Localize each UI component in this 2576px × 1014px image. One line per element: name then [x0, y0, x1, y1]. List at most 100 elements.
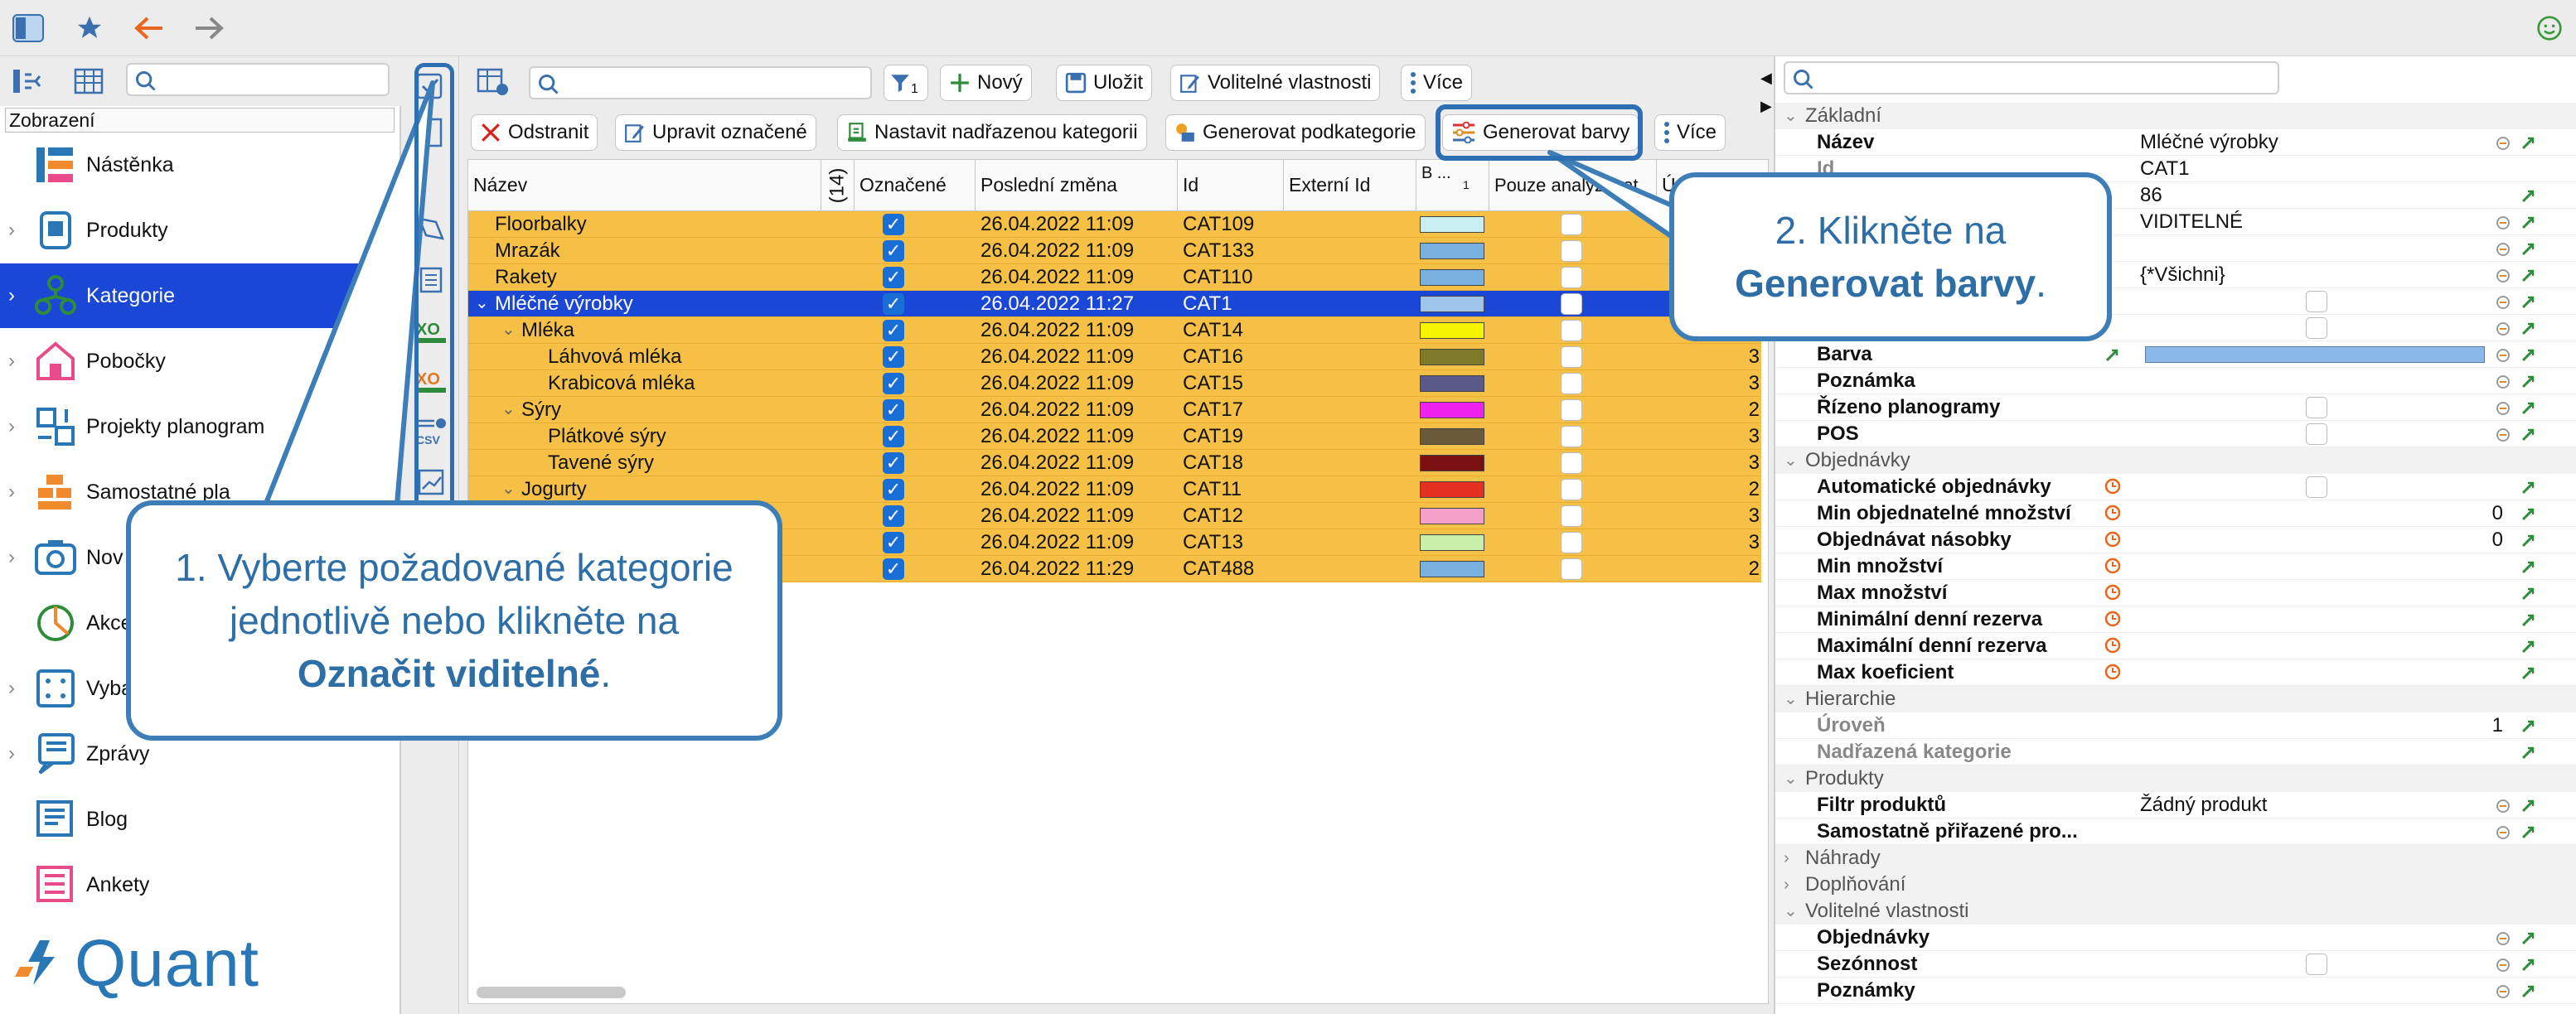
edit-link-icon[interactable]: [2520, 214, 2536, 230]
color-swatch[interactable]: [1420, 322, 1484, 339]
analyze-only-checkbox[interactable]: [1561, 479, 1582, 500]
sidebar-item-4[interactable]: ›Pobočky: [0, 329, 401, 394]
edit-link-icon[interactable]: [2520, 426, 2536, 442]
property-row[interactable]: {*Všichni}: [1775, 262, 2576, 288]
expand-toggle-icon[interactable]: ⌄: [501, 400, 516, 418]
sidebar-item-8[interactable]: Akce: [0, 591, 401, 655]
set-parent-category-button[interactable]: Nastavit nadřazenou kategorii: [837, 114, 1147, 151]
analyze-only-checkbox[interactable]: [1561, 320, 1582, 341]
sidebar-toggle-icon[interactable]: [12, 12, 45, 45]
property-row[interactable]: Max koeficient: [1775, 659, 2576, 686]
sidebar-item-12[interactable]: Ankety: [0, 852, 401, 917]
property-group[interactable]: ⌄Základní: [1775, 103, 2576, 129]
marked-checkbox[interactable]: ✓: [883, 558, 904, 580]
chevron-down-icon[interactable]: ⌄: [1784, 770, 1798, 788]
property-row[interactable]: Řízeno planogramy: [1775, 394, 2576, 421]
col-name-header[interactable]: Název: [468, 160, 821, 211]
edit-link-icon[interactable]: [2520, 797, 2536, 814]
edit-link-icon[interactable]: [2520, 293, 2536, 310]
edit-link-icon[interactable]: [2520, 479, 2536, 495]
property-checkbox[interactable]: [2306, 954, 2327, 975]
edit-link-icon[interactable]: [2520, 399, 2536, 416]
reset-icon[interactable]: [2495, 983, 2511, 999]
generate-colors-button[interactable]: Generovat barvy: [1442, 114, 1639, 151]
marked-checkbox[interactable]: ✓: [883, 426, 904, 447]
property-checkbox[interactable]: [2306, 397, 2327, 418]
property-row[interactable]: Poznámky: [1775, 978, 2576, 1004]
color-value-bar[interactable]: [2145, 346, 2485, 363]
property-number[interactable]: 0: [2491, 502, 2503, 524]
property-row[interactable]: Minimální denní rezerva: [1775, 606, 2576, 633]
navigation-search-input[interactable]: [126, 63, 390, 96]
marked-checkbox[interactable]: ✓: [883, 505, 904, 527]
custom-properties-button[interactable]: Volitelné vlastnosti: [1170, 65, 1381, 101]
property-group[interactable]: ⌄Hierarchie: [1775, 686, 2576, 712]
collapse-panel-icon[interactable]: [12, 66, 43, 96]
color-swatch[interactable]: [1420, 402, 1484, 418]
chevron-right-icon[interactable]: ›: [8, 480, 15, 503]
expand-toggle-icon[interactable]: [475, 238, 491, 263]
edit-link-icon[interactable]: [2520, 320, 2536, 336]
expand-toggle-icon[interactable]: ⌄: [501, 480, 516, 498]
chevron-right-icon[interactable]: ›: [8, 742, 15, 765]
sidebar-item-2[interactable]: ›Produkty: [0, 198, 401, 263]
color-picker-icon[interactable]: [2104, 346, 2120, 363]
chevron-down-icon[interactable]: ⌄: [1784, 902, 1798, 920]
col-last-change-header[interactable]: Poslední změna: [976, 160, 1178, 211]
color-swatch[interactable]: [1420, 375, 1484, 392]
col-id-header[interactable]: Id: [1178, 160, 1284, 211]
color-swatch[interactable]: [1420, 481, 1484, 498]
color-swatch[interactable]: [1420, 349, 1484, 365]
property-row[interactable]: VIDITELNÉ: [1775, 209, 2576, 235]
smiley-icon[interactable]: [2533, 12, 2566, 45]
property-number[interactable]: 1: [2491, 714, 2503, 736]
expand-toggle-icon[interactable]: [528, 423, 545, 449]
edit-marked-button[interactable]: Upravit označené: [615, 114, 816, 151]
edit-link-icon[interactable]: [2520, 558, 2536, 575]
col-external-id-header[interactable]: Externí Id: [1284, 160, 1416, 211]
reset-icon[interactable]: [2495, 373, 2511, 389]
edit-link-icon[interactable]: [2520, 373, 2536, 389]
marked-checkbox[interactable]: ✓: [883, 346, 904, 368]
property-checkbox[interactable]: [2306, 317, 2327, 339]
property-group[interactable]: ›Doplňování: [1775, 872, 2576, 898]
property-value[interactable]: 86: [2140, 184, 2162, 206]
color-swatch[interactable]: [1420, 508, 1484, 524]
expand-toggle-icon[interactable]: [528, 344, 545, 369]
edit-link-icon[interactable]: [2520, 267, 2536, 283]
color-swatch[interactable]: [1420, 216, 1484, 233]
property-row[interactable]: Barva: [1775, 341, 2576, 368]
chevron-right-icon[interactable]: ›: [8, 546, 15, 568]
grid-search-input[interactable]: [529, 66, 872, 99]
property-row[interactable]: [1775, 315, 2576, 341]
marked-checkbox[interactable]: ✓: [883, 214, 904, 235]
property-group[interactable]: ›Náhrady: [1775, 845, 2576, 872]
color-swatch[interactable]: [1420, 455, 1484, 471]
analyze-only-checkbox[interactable]: [1561, 399, 1582, 421]
reset-icon[interactable]: [2495, 956, 2511, 973]
sidebar-item-1[interactable]: Nástěnka: [0, 133, 401, 197]
col-color-header[interactable]: B ... 1: [1416, 160, 1489, 211]
analyze-only-checkbox[interactable]: [1561, 346, 1582, 368]
analyze-only-checkbox[interactable]: [1561, 452, 1582, 474]
edit-link-icon[interactable]: [2520, 134, 2536, 151]
property-row[interactable]: Objednávky: [1775, 925, 2576, 951]
grid-settings-icon[interactable]: [476, 66, 509, 102]
chevron-right-icon[interactable]: ›: [1784, 876, 1789, 894]
chevron-right-icon[interactable]: ›: [8, 415, 15, 437]
edit-link-icon[interactable]: [2520, 956, 2536, 973]
reset-icon[interactable]: [2495, 930, 2511, 946]
marked-checkbox[interactable]: ✓: [883, 532, 904, 553]
save-button[interactable]: Uložit: [1056, 65, 1153, 101]
